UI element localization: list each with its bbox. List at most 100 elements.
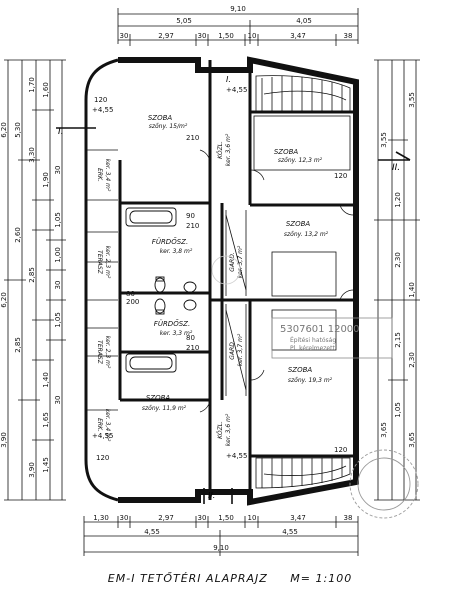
bottom-seg-dim: 30 [198, 514, 207, 522]
room-labels: SZOBA szőny. 15/m² SZOBA szőny. 12,3 m² … [96, 114, 333, 446]
room-area: ker. 3,6 m² [225, 413, 232, 446]
top-seg-dim: 1,50 [218, 32, 234, 40]
bottom-seg-dim: 30 [120, 514, 129, 522]
right-dim: 3,55 [380, 132, 388, 148]
inner-lines [225, 115, 351, 396]
stamp-number: 5307601 12000 [280, 324, 360, 335]
room-area: ker. 3,3 m² [160, 330, 193, 337]
bottom-total-dim: 9,10 [213, 544, 229, 552]
top-seg-dim: 10 [248, 32, 257, 40]
room-name: KÖZL. [217, 141, 224, 159]
bathtub-bottom [125, 353, 177, 373]
room-area: szőny. 19,3 m² [288, 377, 333, 384]
left-dim: 1,40 [42, 372, 50, 388]
left-dim: 30 [54, 396, 62, 405]
staircase-top [255, 75, 351, 113]
door-size: 80 [126, 290, 135, 298]
bathtub-top [125, 207, 177, 227]
drawing-title: EM-I TETŐTÉRI ALAPRAJZ M= 1:100 [0, 572, 460, 585]
room-area: szőny. 11,9 m² [142, 405, 187, 412]
right-dim: 2,15 [394, 332, 402, 348]
left-dim: 1,05 [54, 312, 62, 328]
left-dim: 2,85 [14, 337, 22, 353]
room-name: SZOBA [286, 220, 311, 228]
left-dim: 1,90 [42, 172, 50, 188]
toilets-and-sinks [154, 276, 197, 315]
top-seg-dim: 30 [120, 32, 129, 40]
level-mark: +4,55 [226, 86, 247, 94]
section-label: I. [58, 127, 64, 137]
left-dim: 1,00 [54, 247, 62, 263]
bottom-half-dim-right: 4,55 [282, 528, 298, 536]
right-dim: 1,20 [394, 192, 402, 208]
bottom-seg-dim: 1,50 [218, 514, 234, 522]
stamp-line: Pl. kérelmezett [290, 345, 335, 352]
stamp-line: Építési hatóság [290, 336, 336, 344]
left-dim: 30 [54, 281, 62, 290]
left-dim: 6,20 [0, 122, 8, 138]
right-dim: 1,40 [408, 282, 416, 298]
room-area: ker. 3,4 m² [104, 409, 111, 442]
left-dim: 30 [54, 166, 62, 175]
room-name: GARD. [229, 252, 236, 272]
room-name: SZOBA [148, 114, 173, 122]
section-marks [56, 127, 411, 504]
left-dim: 1,65 [42, 412, 50, 428]
room-area: ker. 3,8 m² [160, 248, 193, 255]
room-area: szőny. 13,2 m² [284, 231, 329, 238]
authority-stamp: 5307601 12000 Építési hatóság Pl. kérelm… [271, 317, 393, 359]
bottom-half-dim-left: 4,55 [144, 528, 160, 536]
level-mark: +4,55 [92, 432, 113, 440]
room-name: ERK. [96, 168, 103, 182]
room-name: TERASZ [96, 340, 103, 365]
interior-walls [118, 60, 354, 500]
section-label: II. [208, 491, 215, 500]
room-name: ERK. [96, 418, 103, 432]
room-name: KÖZL. [217, 421, 224, 439]
door-size: 120 [334, 446, 347, 454]
bottom-seg-dim: 3,47 [290, 514, 306, 522]
section-label: II. [392, 163, 400, 173]
door-size: 80 [186, 334, 195, 342]
door-size: 120 [96, 454, 109, 462]
level-marks: +4,55 +4,55 +4,55 +4,55 [92, 86, 247, 460]
left-dim: 6,20 [0, 292, 8, 308]
room-name: SZOBA [274, 148, 299, 156]
room-area: szőny. 15/m² [149, 123, 188, 130]
bottom-seg-dim: 10 [248, 514, 257, 522]
bottom-seg-dim: 2,97 [158, 514, 174, 522]
door-size: 120 [94, 96, 107, 104]
room-area: ker. 2,3 m² [104, 336, 111, 369]
room-name: SZOBA [288, 366, 313, 374]
room-name: GARD. [229, 340, 236, 360]
door-size: 210 [186, 344, 199, 352]
room-name: FÜRDŐSZ. [152, 237, 188, 246]
left-dimensions [4, 59, 66, 501]
door-size: 90 [186, 212, 195, 220]
top-seg-dim: 30 [198, 32, 207, 40]
right-dim: 2,30 [394, 252, 402, 268]
staircase-bottom [255, 457, 351, 489]
drawing-title-text: EM-I TETŐTÉRI ALAPRAJZ [107, 572, 268, 585]
right-dimensions [374, 59, 420, 501]
room-name: FÜRDŐSZ. [154, 319, 190, 328]
room-area: ker. 3,7 m² [237, 333, 244, 366]
exterior-walls [84, 56, 359, 506]
top-seg-dim: 38 [344, 32, 353, 40]
top-seg-dim: 2,97 [158, 32, 174, 40]
left-dim: 3,90 [28, 462, 36, 478]
left-dim: 2,60 [14, 227, 22, 243]
left-dim: 1,05 [54, 212, 62, 228]
door-size: 200 [126, 298, 139, 306]
top-half-dim-right: 4,05 [296, 17, 312, 25]
left-dim-labels: 6,20 6,20 3,90 5,30 2,60 2,85 1,70 3,30 … [0, 77, 62, 478]
room-area: ker. 3,7 m² [237, 245, 244, 278]
watermark-circle [211, 255, 241, 285]
left-dim: 5,30 [14, 122, 22, 138]
drawing-scale: M= 1:100 [290, 572, 353, 585]
room-area: ker. 2,3 m² [104, 246, 111, 279]
section-label: I. [226, 75, 231, 84]
left-dim: 1,45 [42, 457, 50, 473]
top-seg-dim: 3,47 [290, 32, 306, 40]
